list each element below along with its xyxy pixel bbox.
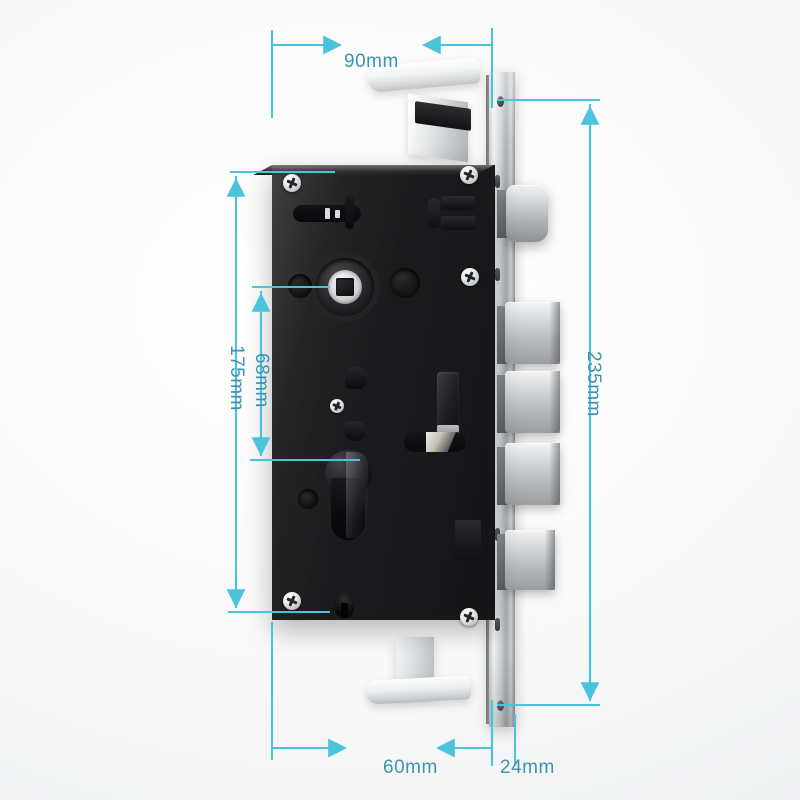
case-screw-top-left: [283, 174, 301, 192]
dimension-label-24mm: 24mm: [500, 757, 555, 778]
dead-bolt-slider: [437, 372, 459, 434]
internal-tab: [455, 520, 481, 560]
dead-bolt-1: [505, 302, 560, 364]
dimension-label-60mm: 60mm: [383, 757, 438, 778]
faceplate-screw-hole: [497, 96, 504, 107]
cam-lever: [404, 432, 466, 452]
cam-stop-lower: [344, 421, 366, 441]
dead-bolt-2: [505, 371, 560, 433]
latch-bolt: [506, 185, 548, 242]
dimension-label-175mm: 175mm: [226, 345, 247, 411]
cam-stop-upper: [345, 367, 367, 389]
dimension-label-68mm: 68mm: [251, 353, 272, 408]
case-screw-mid-right: [461, 268, 479, 286]
internal-tab: [441, 216, 475, 230]
fixing-hole-lower: [298, 489, 318, 509]
case-screw-bottom-left: [283, 592, 301, 610]
internal-pin: [428, 198, 440, 228]
dimension-label-90mm: 90mm: [344, 51, 399, 72]
linkage-pin: [345, 195, 354, 229]
case-screw-center: [330, 399, 344, 413]
euro-cylinder-highlight: [346, 452, 368, 538]
fixing-hole-right: [390, 268, 420, 298]
faceplate-slot: [495, 618, 500, 631]
dead-bolt-3: [505, 443, 560, 505]
dimension-label-235mm: 235mm: [583, 351, 604, 417]
key-override-hole: [335, 592, 354, 618]
faceplate-slot: [495, 175, 500, 188]
case-screw-bottom-right: [460, 608, 478, 626]
case-screw-top-right: [460, 166, 478, 184]
faceplate-slot: [495, 268, 500, 281]
internal-tab: [441, 196, 475, 210]
euro-cylinder-cutout-stem: [331, 478, 365, 540]
lower-bolt: [505, 530, 555, 590]
spindle-square-socket: [336, 278, 354, 296]
